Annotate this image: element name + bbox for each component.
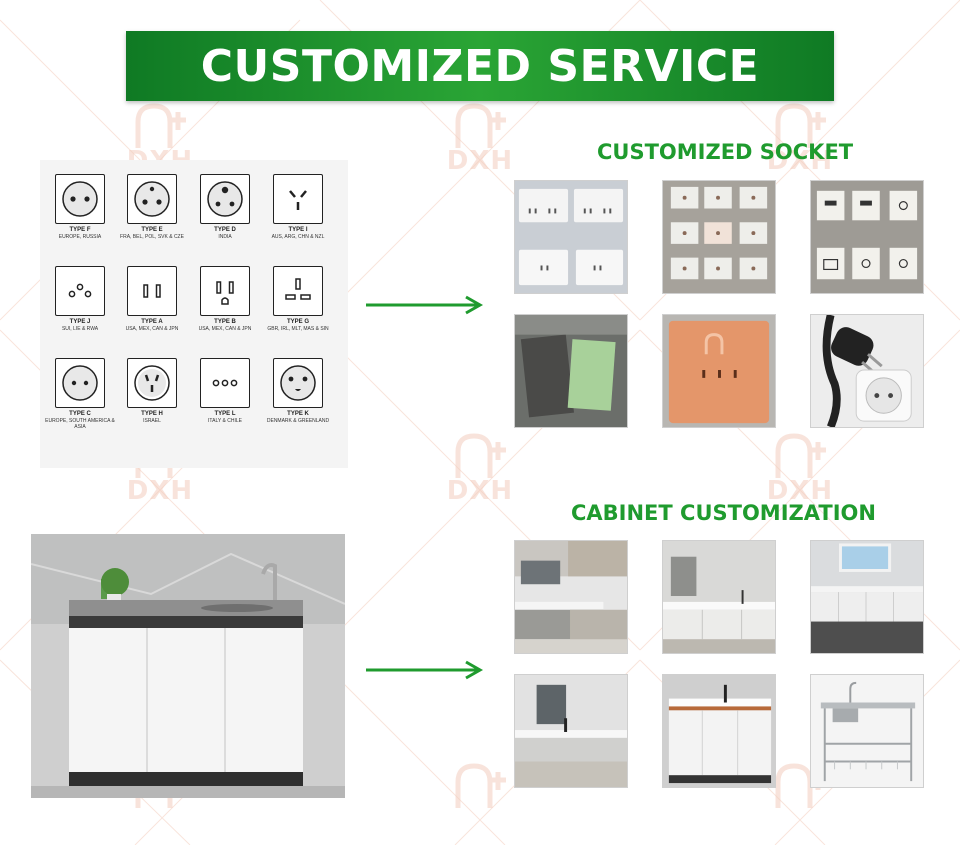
cabinet-photo-corner-sink bbox=[514, 674, 628, 788]
page-title: CUSTOMIZED SERVICE bbox=[200, 40, 760, 92]
socket-type-d-icon bbox=[200, 174, 250, 224]
watermark-logo bbox=[435, 760, 525, 850]
socket-type-h-icon bbox=[127, 358, 177, 408]
socket-type-f-icon bbox=[55, 174, 105, 224]
header-banner: CUSTOMIZED SERVICE bbox=[126, 31, 834, 101]
cabinet-photo-steel-sink-table bbox=[810, 674, 924, 788]
socket-section-title: CUSTOMIZED SOCKET bbox=[597, 140, 854, 164]
arrow-right-icon bbox=[366, 295, 484, 315]
socket-type-a-icon bbox=[127, 266, 177, 316]
socket-type-i-icon bbox=[273, 174, 323, 224]
socket-type-e-icon bbox=[127, 174, 177, 224]
socket-photo-plug-and-outlet bbox=[810, 314, 924, 428]
kitchen-cabinet-photo bbox=[31, 534, 345, 798]
socket-photo-white-double bbox=[514, 180, 628, 294]
socket-photo-samples-grid bbox=[662, 180, 776, 294]
cabinet-photo-l-kitchen-1 bbox=[514, 540, 628, 654]
socket-photo-universal-sockets bbox=[810, 180, 924, 294]
arrow-right-icon bbox=[366, 660, 484, 680]
socket-type-g-icon bbox=[273, 266, 323, 316]
cabinet-section-title: CABINET CUSTOMIZATION bbox=[571, 501, 876, 525]
cabinet-photo-window-kitchen bbox=[810, 540, 924, 654]
socket-type-k-icon bbox=[273, 358, 323, 408]
socket-type-b-icon bbox=[200, 266, 250, 316]
socket-photo-orange-panel bbox=[662, 314, 776, 428]
cabinet-photo-l-kitchen-2 bbox=[662, 540, 776, 654]
socket-photo-color-panels bbox=[514, 314, 628, 428]
watermark-logo: DXH bbox=[435, 100, 525, 190]
socket-type-c-icon bbox=[55, 358, 105, 408]
cabinet-photo-white-base bbox=[662, 674, 776, 788]
watermark-logo: DXH bbox=[435, 430, 525, 520]
socket-type-j-icon bbox=[55, 266, 105, 316]
socket-type-l-icon bbox=[200, 358, 250, 408]
